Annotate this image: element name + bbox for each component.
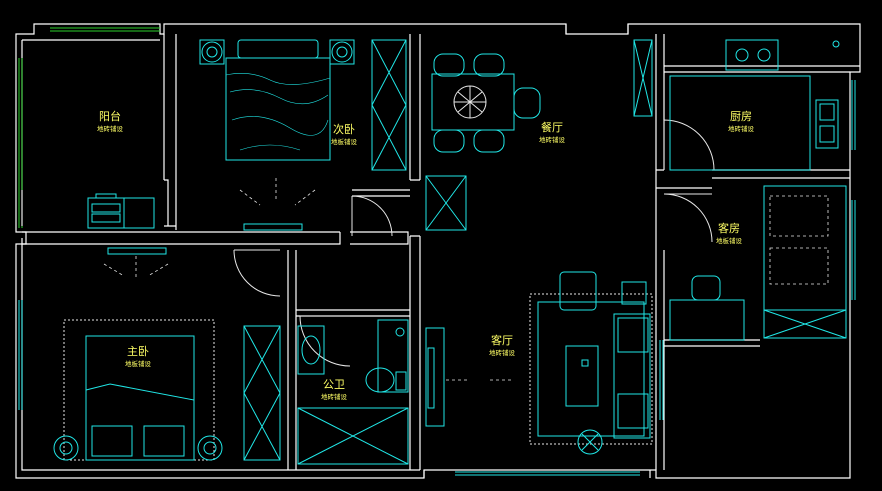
- sofa: [559, 271, 651, 455]
- room-name: 餐厅: [541, 120, 563, 134]
- floor-note: 地砖铺设: [539, 135, 566, 144]
- floor-note: 地砖铺设: [728, 124, 755, 133]
- room-label-second-bedroom: 次卧 地板铺设: [331, 122, 358, 146]
- room-name: 主卧: [127, 345, 149, 358]
- dining-cabinet: [425, 39, 653, 231]
- floor-note: 地砖铺设: [489, 348, 516, 357]
- floor-note: 地板铺设: [125, 359, 152, 368]
- windows: [18, 80, 856, 476]
- room-name: 客厅: [491, 333, 513, 347]
- room-label-master-bedroom: 主卧 地板铺设: [125, 345, 152, 368]
- room-label-kitchen: 厨房 地砖铺设: [728, 110, 755, 133]
- bathroom-fixtures: [297, 319, 409, 465]
- doors: [21, 119, 715, 367]
- room-label-guest-room: 客房 地板铺设: [716, 221, 743, 245]
- second-bedroom-tv: [239, 178, 316, 231]
- master-wardrobe: [243, 325, 281, 461]
- floor-note: 地砖铺设: [97, 124, 124, 133]
- guest-room-furniture: [669, 185, 847, 341]
- floor-note: 地板铺设: [716, 236, 743, 245]
- room-label-public-bathroom: 公卫 地砖铺设: [321, 378, 348, 401]
- room-name: 公卫: [323, 378, 345, 391]
- dining-table: [431, 53, 541, 153]
- floor-note: 地板铺设: [331, 137, 358, 146]
- floor-note: 地砖铺设: [321, 392, 348, 401]
- second-bedroom-bed: [199, 39, 355, 161]
- coffee-table: [565, 345, 599, 407]
- room-name: 阳台: [99, 109, 121, 123]
- room-label-dining-room: 餐厅 地砖铺设: [539, 120, 566, 144]
- balcony-cabinet: [87, 193, 155, 229]
- master-tv: [103, 247, 169, 278]
- room-name: 厨房: [730, 110, 752, 123]
- room-name: 客房: [718, 221, 740, 235]
- room-name: 次卧: [333, 122, 355, 136]
- kitchen-counter: [669, 39, 840, 171]
- tv-cabinet: [425, 327, 512, 427]
- living-room-rug: [529, 293, 653, 445]
- room-label-living-room: 客厅 地砖铺设: [489, 333, 516, 357]
- master-bed: [53, 319, 223, 461]
- room-label-balcony: 阳台 地砖铺设: [97, 109, 124, 133]
- second-bedroom-wardrobe: [371, 39, 407, 171]
